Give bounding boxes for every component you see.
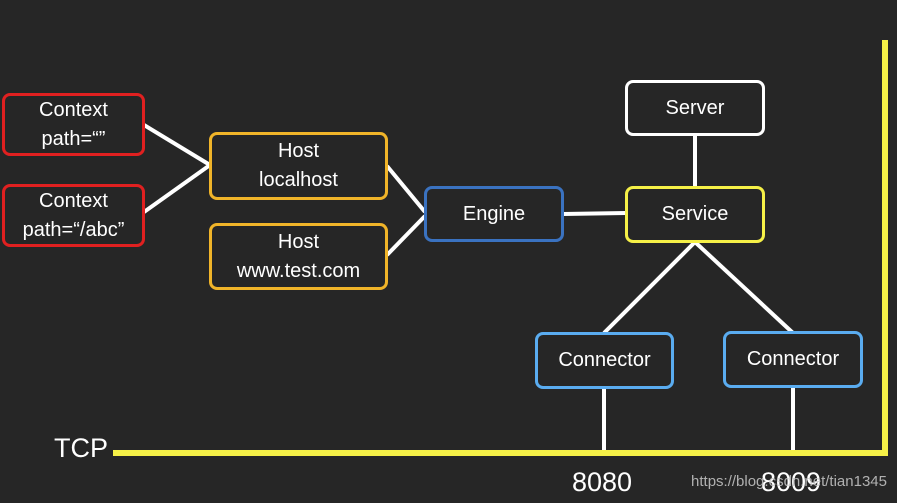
connector-right-label: Connector (746, 348, 840, 370)
port-8080-label: 8080 (572, 467, 633, 497)
host-localhost-box: Host localhost (209, 132, 388, 200)
host-localhost-name: localhost (259, 169, 338, 191)
context-root-box: Context path=“” (2, 93, 145, 156)
edge-service-connector-left (602, 240, 697, 335)
connector-left-box: Connector (535, 332, 674, 389)
engine-box: Engine (424, 186, 564, 242)
edge-host-localhost-engine (385, 164, 427, 214)
context-root-path: path=“” (41, 127, 106, 150)
context-abc-box: Context path=“/abc” (2, 184, 145, 247)
host-test-title: Host (277, 230, 320, 253)
server-box: Server (625, 80, 765, 136)
host-localhost-title: Host (277, 140, 320, 162)
edge-host-test-engine (385, 214, 427, 257)
server-label: Server (665, 96, 725, 119)
connector-right-box: Connector (723, 331, 863, 388)
context-root-title: Context (39, 98, 108, 121)
edge-context-root-host (142, 123, 212, 167)
connector-left-label: Connector (558, 349, 651, 371)
edge-context-abc-host (142, 163, 212, 214)
host-test-name: www.test.com (236, 259, 361, 282)
context-abc-path: path=“/abc” (22, 218, 125, 241)
service-label: Service (661, 203, 729, 225)
edge-engine-service (562, 211, 627, 216)
engine-label: Engine (462, 202, 526, 225)
edge-service-connector-right (693, 240, 795, 335)
context-abc-title: Context (39, 189, 108, 212)
service-box: Service (625, 186, 765, 243)
watermark-text: https://blog.csdn.net/tian1345 (691, 473, 887, 490)
tcp-label: TCP (54, 433, 108, 463)
host-test-box: Host www.test.com (209, 223, 388, 290)
port-8009-label: 8009 (761, 467, 822, 497)
